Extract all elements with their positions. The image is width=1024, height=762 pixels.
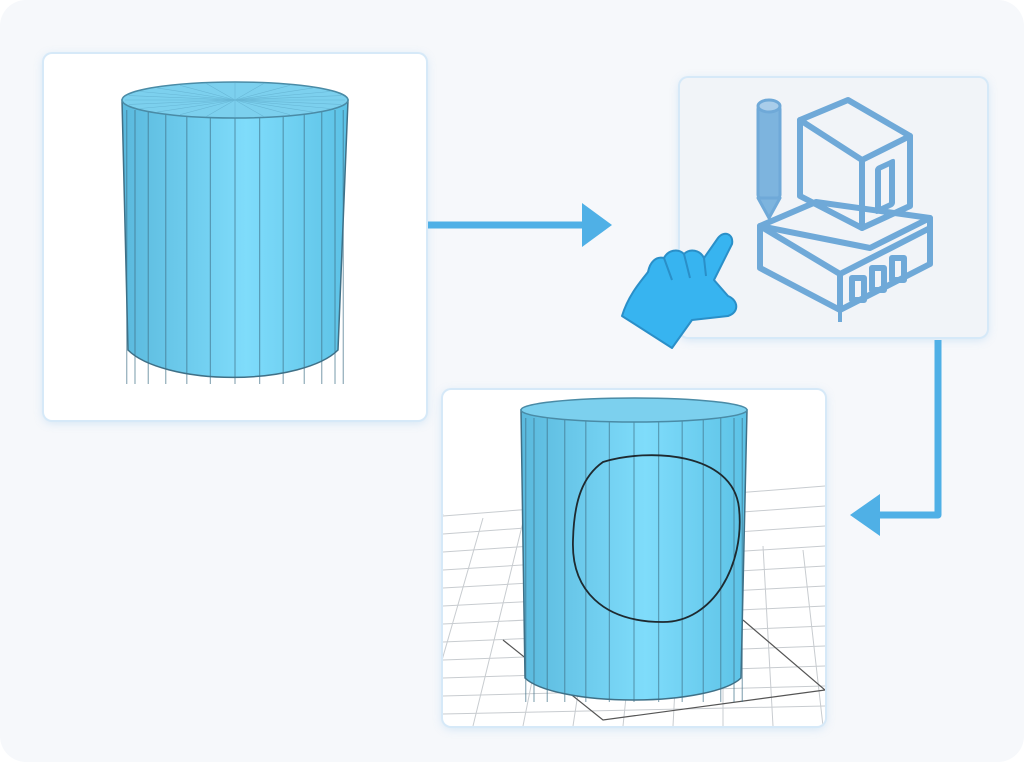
cylinder-icon [121,81,349,384]
sketched-circle [572,454,741,623]
cylinder-top-spoke [234,99,291,116]
house-icon [756,97,933,322]
cylinder-top-spoke [128,99,236,105]
cylinder-top-spoke [234,83,264,101]
sketch-tool-panel [680,78,987,337]
cylinder-top-spoke [234,84,291,101]
grid-line [802,549,824,726]
cylinder-top-spoke [206,83,236,101]
cylinder-top-spoke [234,87,313,101]
cylinder-top-spoke [128,95,236,101]
cylinder-top-spoke [234,99,342,105]
grid-line [443,517,484,659]
grid-line [472,521,524,726]
hand-pointer-icon [621,232,738,349]
cylinder-top-spoke [157,87,236,101]
cylinder-icon [443,397,825,726]
cylinder-top-spoke [179,84,236,101]
cylinder-top-spoke [139,91,236,101]
pencil-icon [756,98,782,220]
arrow-right-icon [428,203,612,247]
cylinder-top-spoke [179,99,236,116]
cylinder-top-spoke [234,99,264,117]
cylinder-top-spoke [234,91,331,101]
source-model-panel [44,54,426,420]
grid-line [443,705,825,715]
cylinder-top-spoke [234,95,342,101]
arrow-left-icon [850,340,942,536]
grid-line [762,545,774,726]
cylinder-top-spoke [234,99,331,109]
cylinder-top-spoke [234,99,313,113]
cylinder-top-spoke [157,99,236,113]
result-model-panel [443,390,825,726]
cylinder-top-spoke [139,99,236,109]
cylinder-top-spoke [206,99,236,117]
